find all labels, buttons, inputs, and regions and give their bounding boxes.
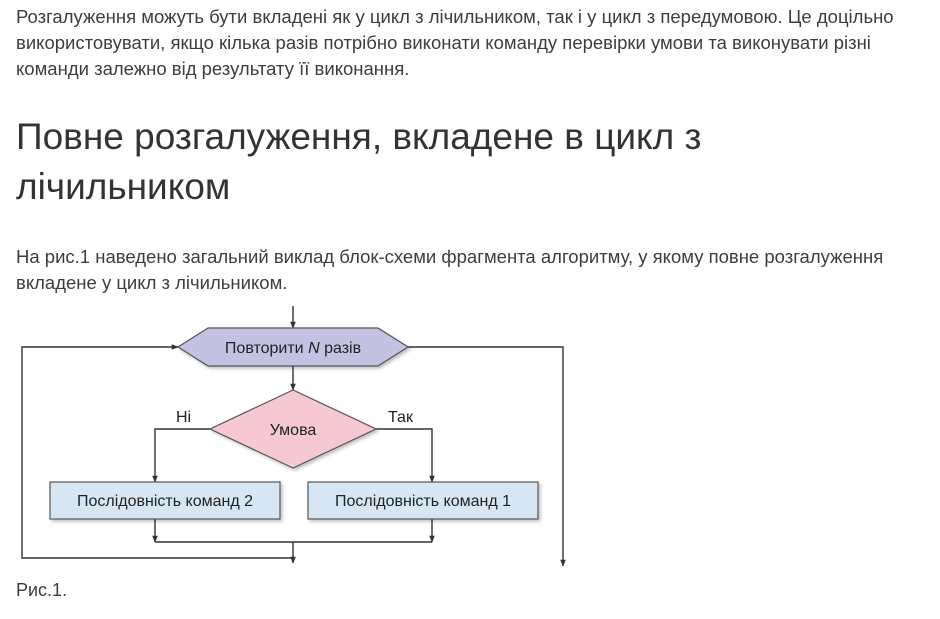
- sequence-1-block: Послідовність команд 1: [307, 481, 539, 520]
- sequence-2-label: Послідовність команд 2: [77, 493, 253, 510]
- branch-yes-label: Так: [388, 409, 414, 426]
- figure-caption: Рис.1.: [16, 580, 68, 600]
- sequence-2-block: Послідовність команд 2: [49, 481, 281, 520]
- loop-hexagon: [176, 327, 410, 367]
- condition-label: Умова: [270, 422, 317, 439]
- branch-no-label: Ні: [176, 409, 191, 426]
- flowchart-connectors: [21, 306, 566, 567]
- loop-back-line: [21, 344, 293, 559]
- sequence-1-box: [307, 481, 539, 520]
- sequence-1-label: Послідовність команд 1: [335, 493, 511, 510]
- loop-block: Повторити N разів: [176, 327, 410, 367]
- loop-label: Повторити N разів: [225, 340, 361, 357]
- intro-paragraph: Розгалуження можуть бути вкладені як у ц…: [16, 6, 894, 79]
- sequence-2-box: [49, 481, 281, 520]
- section-heading: Повне розгалуження, вкладене в цикл з лі…: [16, 116, 702, 207]
- description-paragraph: На рис.1 наведено загальний виклад блок-…: [16, 246, 884, 293]
- flowchart-diagram: Повторити N разів Умова Ні Так Послідовн…: [21, 306, 566, 567]
- condition-block: Умова: [208, 389, 378, 469]
- loop-exit-line: [408, 346, 566, 567]
- yes-branch-line: [376, 428, 435, 483]
- no-branch-line: [152, 428, 210, 483]
- condition-diamond: [208, 389, 378, 469]
